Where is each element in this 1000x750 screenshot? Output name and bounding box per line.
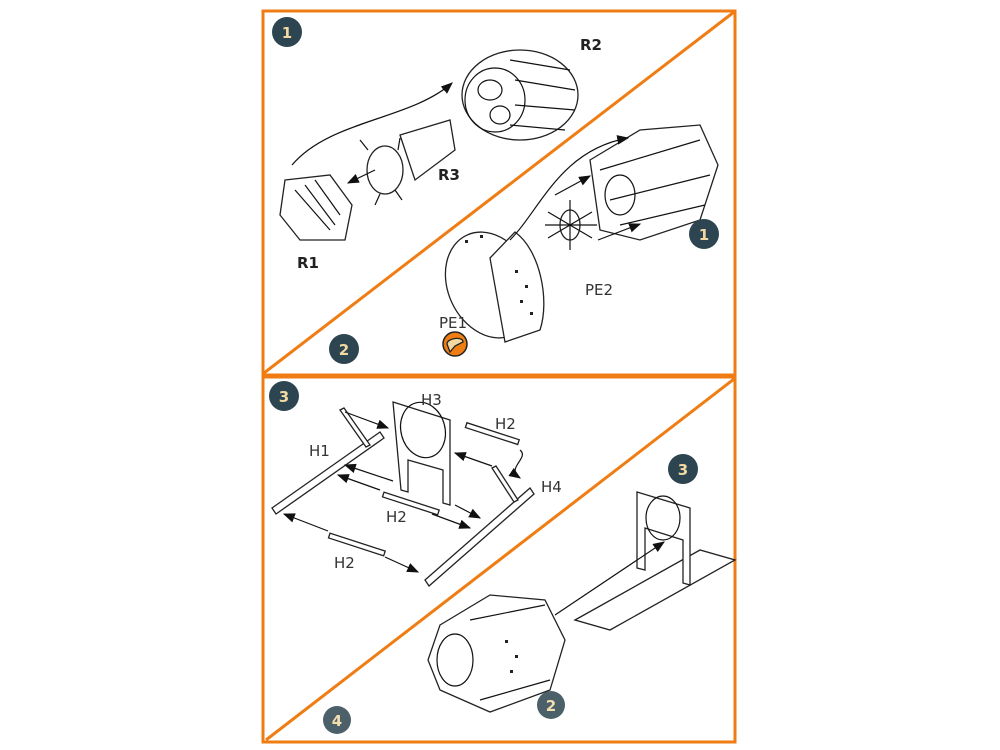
arrow-pe2-to-engine-a <box>554 175 592 196</box>
part-pe2-ring <box>545 200 597 250</box>
part-h4-rail <box>424 465 535 587</box>
ref-badge-1: 1 <box>689 219 719 249</box>
label-r3: R3 <box>438 166 460 184</box>
arrow-pe1-to-engine <box>509 135 630 241</box>
label-h1: H1 <box>309 442 330 460</box>
label-h4: H4 <box>541 478 562 496</box>
step-badge-1: 1 <box>272 17 302 47</box>
part-h2-bottom <box>327 532 387 557</box>
label-h2-bottom: H2 <box>334 554 355 572</box>
label-pe1: PE1 <box>439 314 467 332</box>
label-r1: R1 <box>297 254 319 272</box>
part-engine-on-stand <box>427 594 566 713</box>
svg-text:1: 1 <box>699 226 709 244</box>
label-h3: H3 <box>421 391 442 409</box>
part-r1-housing <box>279 174 353 241</box>
arrow-pe2-to-engine-b <box>597 223 642 241</box>
part-pe1-band <box>444 231 545 343</box>
step-badge-3: 3 <box>269 381 299 411</box>
step-badge-4: 4 <box>323 706 351 734</box>
part-h2-middle <box>381 491 441 516</box>
svg-text:3: 3 <box>678 461 688 479</box>
ref-badge-3: 3 <box>668 454 698 484</box>
step3-arrows <box>282 411 523 573</box>
panel-frames <box>261 9 737 744</box>
step-badge-2: 2 <box>329 334 359 364</box>
part-r2-engine-block <box>461 49 579 141</box>
label-r2: R2 <box>580 36 602 54</box>
label-h2-top: H2 <box>495 415 516 433</box>
part-stand-assembled <box>573 491 737 631</box>
label-pe2: PE2 <box>585 281 613 299</box>
svg-text:1: 1 <box>282 24 292 42</box>
label-h2-middle: H2 <box>386 508 407 526</box>
part-h2-top <box>464 421 521 446</box>
arrow-r1-to-r2 <box>291 82 453 166</box>
svg-text:3: 3 <box>279 388 289 406</box>
photo-etch-icon <box>442 331 468 357</box>
part-engine-assembly <box>589 124 719 241</box>
part-h3-frame <box>392 401 451 506</box>
svg-text:2: 2 <box>546 697 556 715</box>
part-r3-shaft <box>359 119 456 206</box>
part-h1-rail <box>271 407 385 515</box>
arrow-engine-to-stand <box>554 541 665 616</box>
svg-text:2: 2 <box>339 341 349 359</box>
ref-badge-2: 2 <box>537 691 565 719</box>
arrow-r3-to-r1 <box>346 169 376 184</box>
svg-text:4: 4 <box>332 712 342 730</box>
